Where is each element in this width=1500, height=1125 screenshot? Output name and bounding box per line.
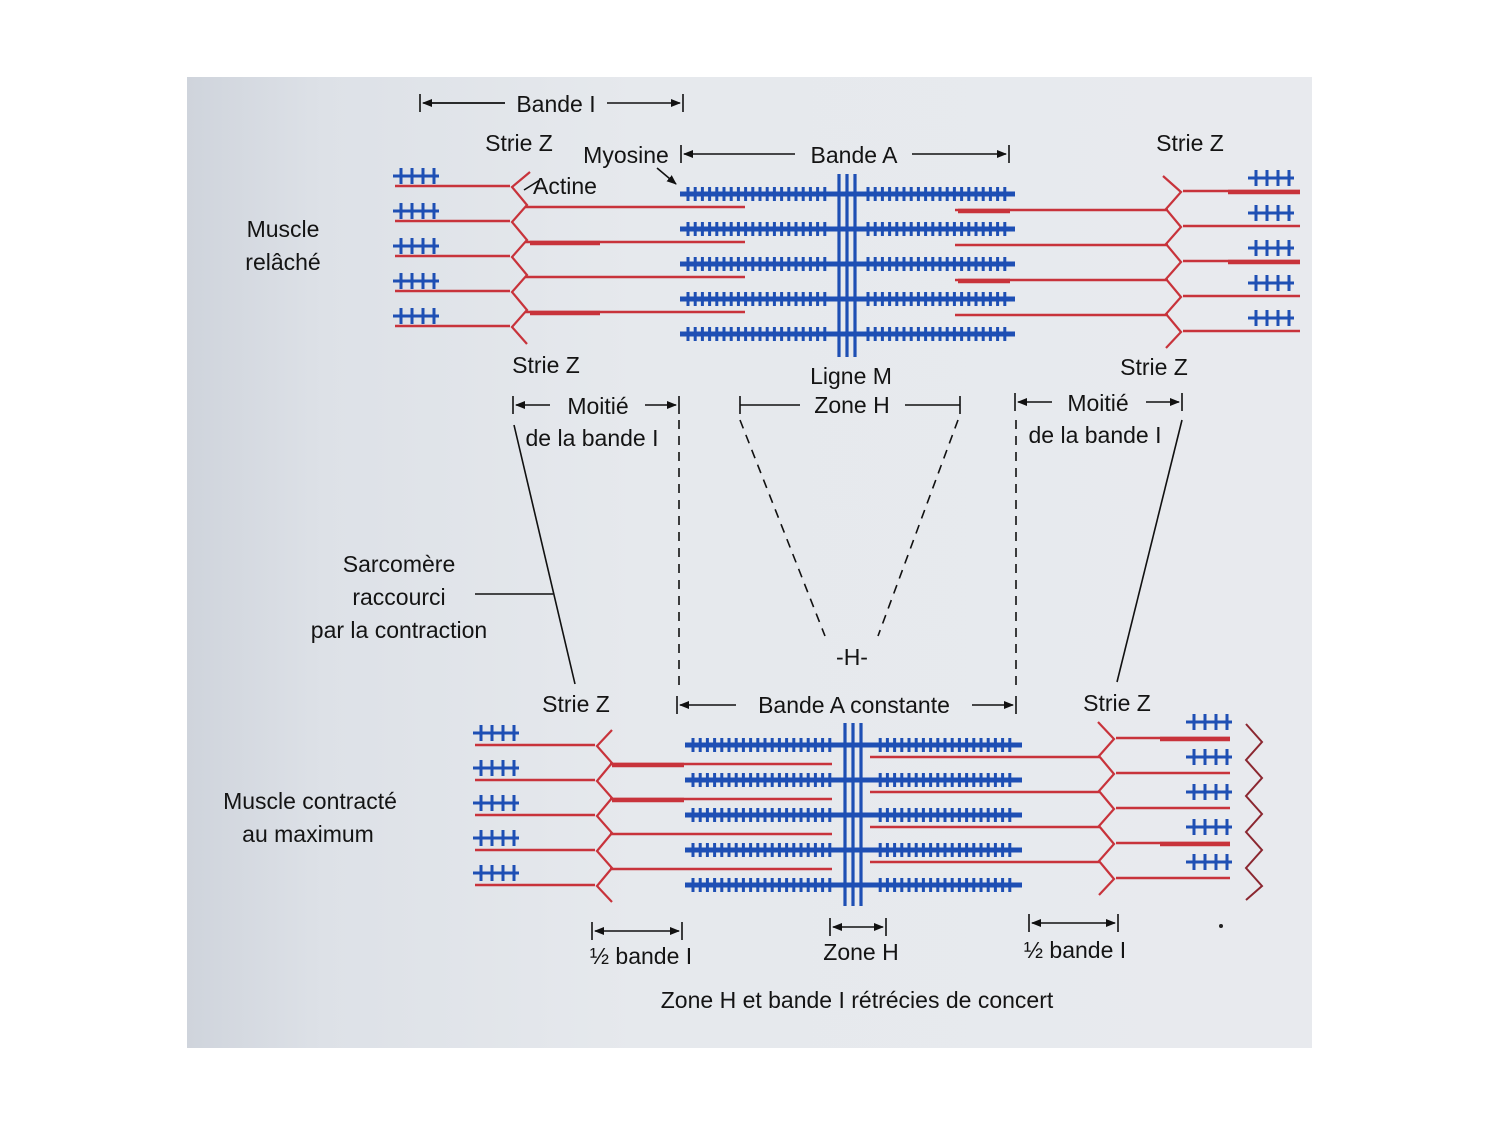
label-bande-a-top: Bande A [811,142,899,168]
label-strie-z-bottom-right: Strie Z [1083,690,1151,716]
contracted-sarcomere [473,714,1264,906]
myosin-heads-contracted [691,738,1012,892]
label-sarcomere-line1: Sarcomère [343,551,455,577]
label-muscle-relache-line1: Muscle [247,216,320,242]
label-half-bande-left: ½ bande I [590,943,692,969]
label-muscle-relache-line2: relâché [245,249,320,275]
label-half-bande-right: ½ bande I [1024,937,1126,963]
label-strie-z-mid-right: Strie Z [1120,354,1188,380]
dust-dot [1219,924,1223,928]
label-muscle-contracte-line1: Muscle contracté [223,788,397,814]
actin-filaments-left-relaxed [395,184,745,328]
m-line-relaxed [837,174,857,357]
label-strie-z-mid-left: Strie Z [512,352,580,378]
label-strie-z-top-right: Strie Z [1156,130,1224,156]
dimension-lines [419,94,1183,940]
label-moitie-right-line1: Moitié [1067,390,1128,416]
actin-filaments-left-contracted [475,743,832,887]
label-zone-h-bottom: Zone H [823,939,898,965]
z-disk-right-contracted [1097,721,1116,896]
label-bande-i-top: Bande I [516,91,595,117]
label-zone-h-top: Zone H [814,392,889,418]
label-strie-z-bottom-left: Strie Z [542,691,610,717]
label-actine: Actine [533,173,597,199]
label-moitie-left-line2: de la bande I [525,425,658,451]
projection-lines [475,419,1183,690]
label-muscle-contracte-line2: au maximum [242,821,374,847]
actin-filaments-right-relaxed [955,189,1300,333]
label-moitie-left-line1: Moitié [567,393,628,419]
z-disk-right-relaxed [1162,175,1183,349]
label-strie-z-top-left: Strie Z [485,130,553,156]
label-moitie-right-line2: de la bande I [1028,422,1161,448]
caption: Zone H et bande I rétrécies de concert [661,987,1054,1013]
label-sarcomere-line2: raccourci [352,584,445,610]
label-myosine: Myosine [583,142,669,168]
label-ligne-m: Ligne M [810,363,892,389]
text-labels: Bande I Strie Z Myosine Actine Bande A S… [223,91,1224,1013]
label-sarcomere-line3: par la contraction [311,617,487,643]
myosin-heads-relaxed [686,187,1007,341]
z-disk-left-contracted [595,729,614,903]
neighbor-myosin-stubs-relaxed [393,168,1294,326]
neighbor-myosin-stubs-contracted [473,714,1232,881]
relaxed-sarcomere [393,168,1300,357]
z-disk-left-relaxed [510,171,531,345]
zigzag-cut-edge [1244,723,1264,901]
label-bande-a-constante: Bande A constante [758,692,950,718]
actin-filaments-right-contracted [870,736,1230,880]
m-line-contracted [843,723,863,906]
label-h-mark: -H- [836,644,868,670]
